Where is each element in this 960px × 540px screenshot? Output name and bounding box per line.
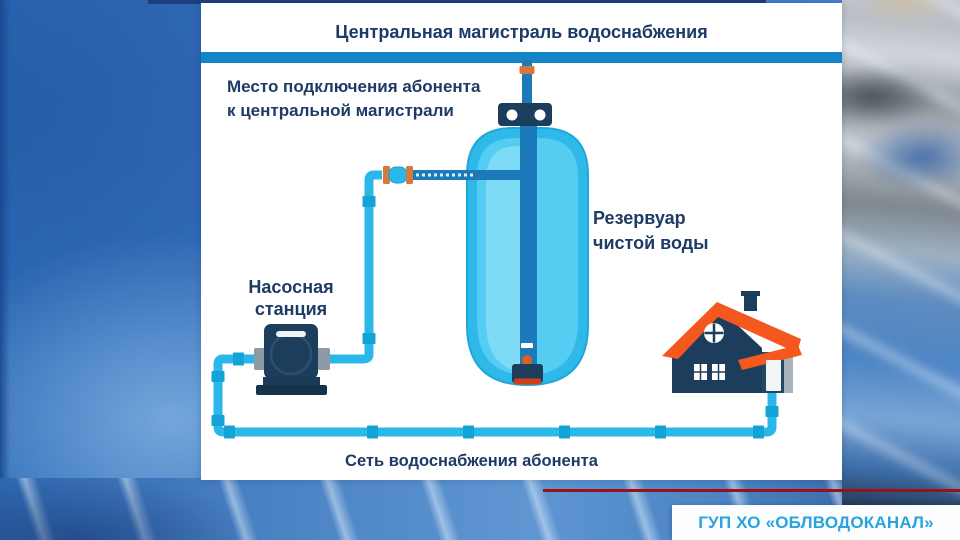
reservoir-label: Резервуар чистой воды [593,208,709,253]
background-photo [842,0,960,540]
wing-roof [738,345,802,370]
company-logo-plate: ГУП ХО «ОБЛВОДОКАНАЛ» [672,505,960,540]
tap-connection-pipe [519,60,535,107]
house-icon [662,291,802,393]
house-windows [694,364,725,380]
pipe-connectors [211,196,779,439]
central-main-pipe [201,52,842,63]
house-door [766,360,781,391]
subscriber-network-label: Сеть водоснабжения абонента [345,452,598,470]
water-supply-diagram [201,52,842,439]
subscriber-pipe-network [211,170,779,439]
accent-red-line [543,489,960,492]
connection-point-label: Место подключения абонента к центральной… [227,77,481,120]
background-top-strip [148,0,766,4]
pump-station-icon [254,324,330,395]
central-main-label: Центральная магистраль водоснабжения [335,22,708,42]
pump-station-label: Насосная станция [248,277,334,319]
pipe-thread-dots [416,173,473,177]
tank-inlet-pipe [412,124,537,366]
tap-fitting-orange [519,66,535,74]
chimney [744,294,757,311]
tank-outlet-valve-icon [512,343,543,385]
water-meter-icon [383,166,413,184]
company-name: ГУП ХО «ОБЛВОДОКАНАЛ» [698,512,934,532]
tank-valve-icon [498,103,552,126]
infographic-panel: Центральная магистраль водоснабжения Мес… [201,3,842,480]
house-roof [662,302,801,359]
background-blur-right [842,0,960,540]
